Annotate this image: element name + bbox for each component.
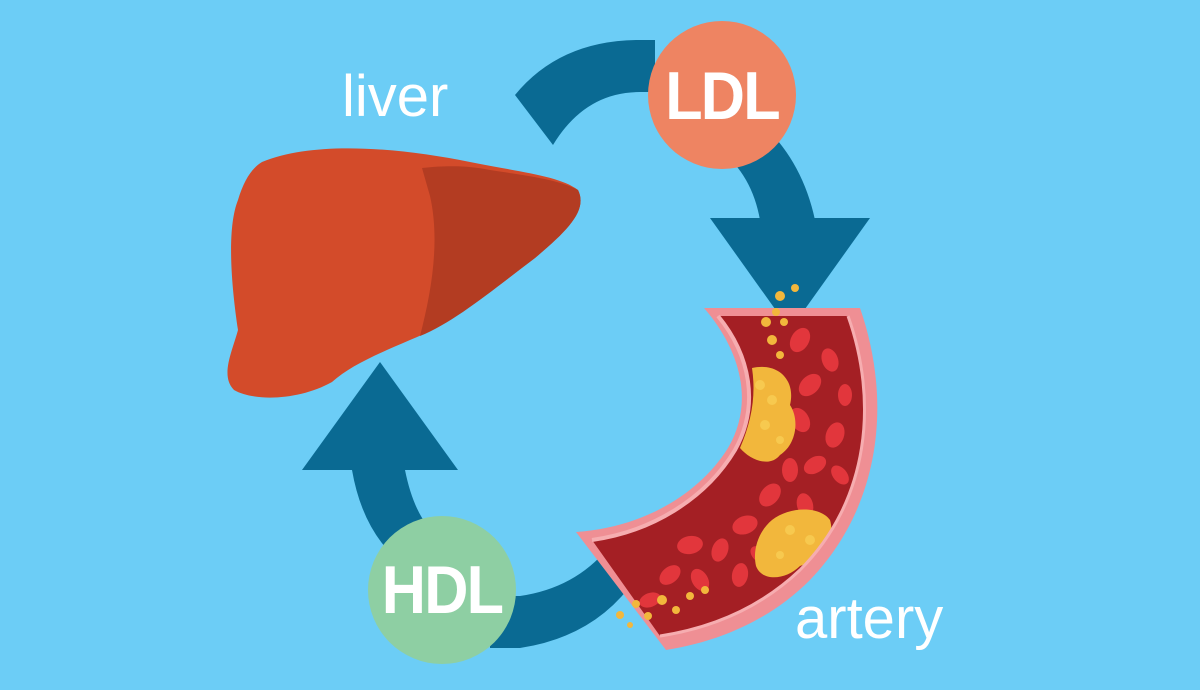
liver-label: liver bbox=[342, 64, 449, 129]
hdl-badge-circle bbox=[368, 516, 516, 664]
ldl-badge-text: LDL bbox=[665, 58, 780, 134]
ldl-particles bbox=[761, 284, 799, 359]
hdl-badge-text: HDL bbox=[381, 552, 504, 628]
hdl-particles bbox=[616, 586, 709, 628]
liver-icon bbox=[227, 148, 581, 398]
artery-label: artery bbox=[795, 586, 944, 651]
ldl-badge-circle bbox=[648, 21, 796, 169]
artery-icon bbox=[576, 308, 878, 650]
